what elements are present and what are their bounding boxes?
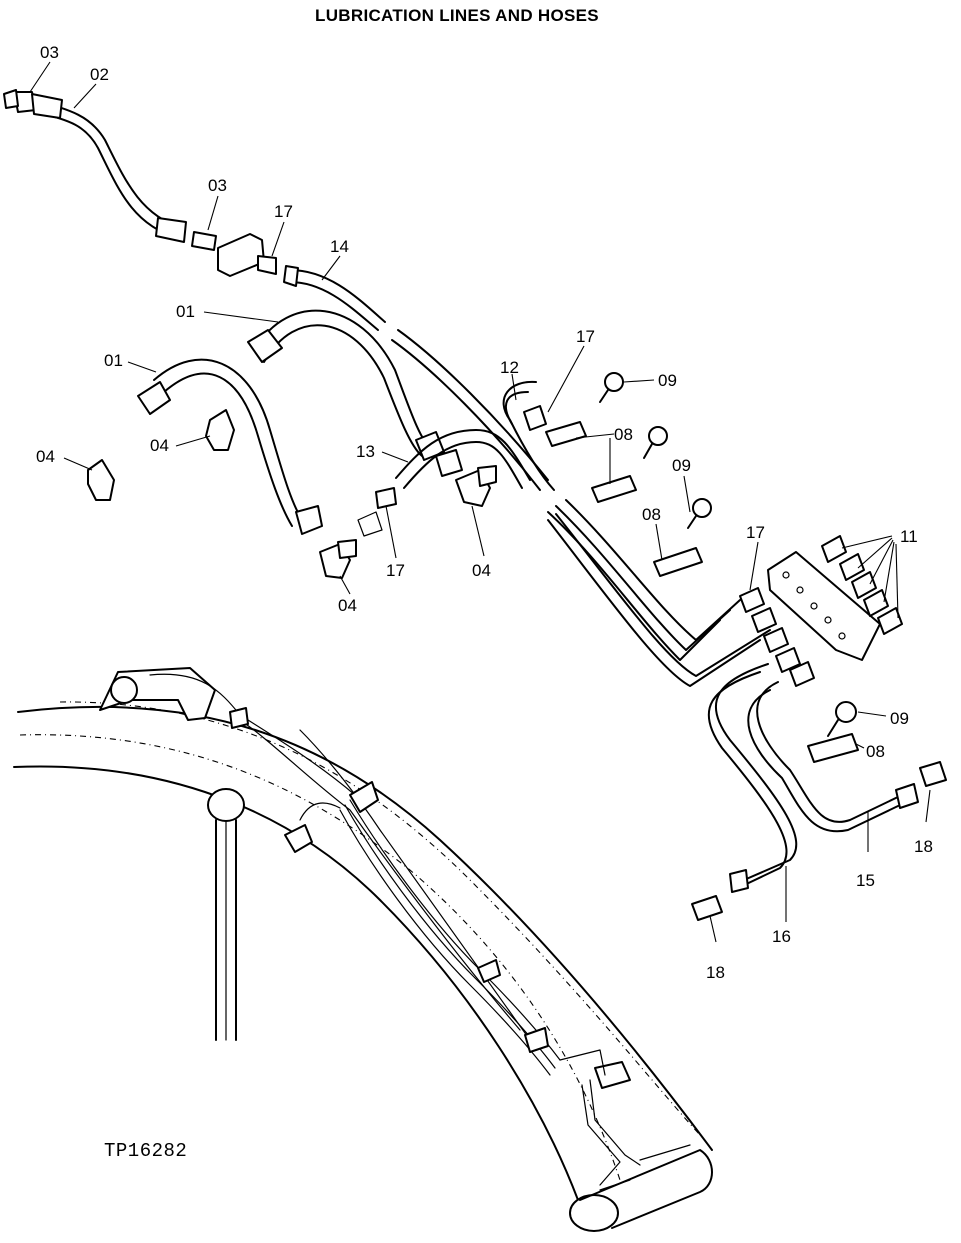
callout-03: 03 — [208, 176, 227, 195]
callout-01: 01 — [104, 351, 123, 370]
callout-04: 04 — [338, 596, 357, 615]
clamp-08-c — [653, 547, 703, 577]
callout-08: 08 — [866, 742, 885, 761]
callout-leaders — [29, 61, 931, 943]
callout-03: 03 — [40, 43, 59, 62]
bolt-09-a — [599, 372, 624, 403]
clamp-08-d — [807, 733, 859, 763]
fittings-17 — [739, 587, 815, 687]
tube-16 — [707, 663, 798, 893]
cap-18-b — [691, 895, 723, 921]
callout-17: 17 — [274, 202, 293, 221]
clamp-08-a — [545, 421, 587, 447]
tube-12 — [502, 380, 555, 491]
callout-15: 15 — [856, 871, 875, 890]
callout-11: 11 — [900, 527, 918, 546]
callout-02: 02 — [90, 65, 109, 84]
callout-16: 16 — [772, 927, 791, 946]
callout-09: 09 — [890, 709, 909, 728]
bolt-09-c — [687, 498, 712, 529]
block-17 — [217, 233, 277, 277]
fittings-11 — [821, 535, 903, 635]
callout-04: 04 — [472, 561, 491, 580]
hose-02 — [13, 91, 187, 243]
callout-17: 17 — [386, 561, 405, 580]
callout-13: 13 — [356, 442, 375, 461]
callout-17: 17 — [746, 523, 765, 542]
callout-18: 18 — [706, 963, 725, 982]
elbow-04-b — [205, 409, 235, 451]
tube-13 — [357, 429, 531, 537]
fitting-03-a — [3, 89, 19, 109]
boom-assembly — [13, 667, 713, 1232]
tube-bundle — [547, 499, 771, 687]
bolt-09-d — [827, 701, 857, 737]
callout-04: 04 — [36, 447, 55, 466]
callout-04: 04 — [150, 436, 169, 455]
elbow-04-c — [319, 539, 357, 579]
callout-01: 01 — [176, 302, 195, 321]
tube-15 — [747, 681, 919, 833]
clamp-08-b — [591, 475, 637, 503]
diagram-title: LUBRICATION LINES AND HOSES — [315, 6, 599, 25]
callout-08: 08 — [642, 505, 661, 524]
figure-reference-code: TP16282 — [104, 1140, 188, 1162]
callout-18: 18 — [914, 837, 933, 856]
callout-08: 08 — [614, 425, 633, 444]
callout-14: 14 — [330, 237, 349, 256]
manifold — [767, 551, 881, 661]
cap-18-a — [919, 761, 947, 787]
hose-01-outer — [247, 309, 445, 461]
callout-09: 09 — [658, 371, 677, 390]
callout-labels: 03 02 03 17 14 01 01 04 04 13 17 04 04 1… — [36, 43, 933, 982]
fitting-03-b — [191, 231, 217, 251]
callout-17: 17 — [576, 327, 595, 346]
elbow-04-a — [87, 459, 115, 501]
elbow-04-d — [455, 465, 497, 507]
hose-01-inner — [137, 358, 323, 535]
callout-12: 12 — [500, 358, 519, 377]
callout-09: 09 — [672, 456, 691, 475]
bolt-09-b — [643, 426, 668, 459]
